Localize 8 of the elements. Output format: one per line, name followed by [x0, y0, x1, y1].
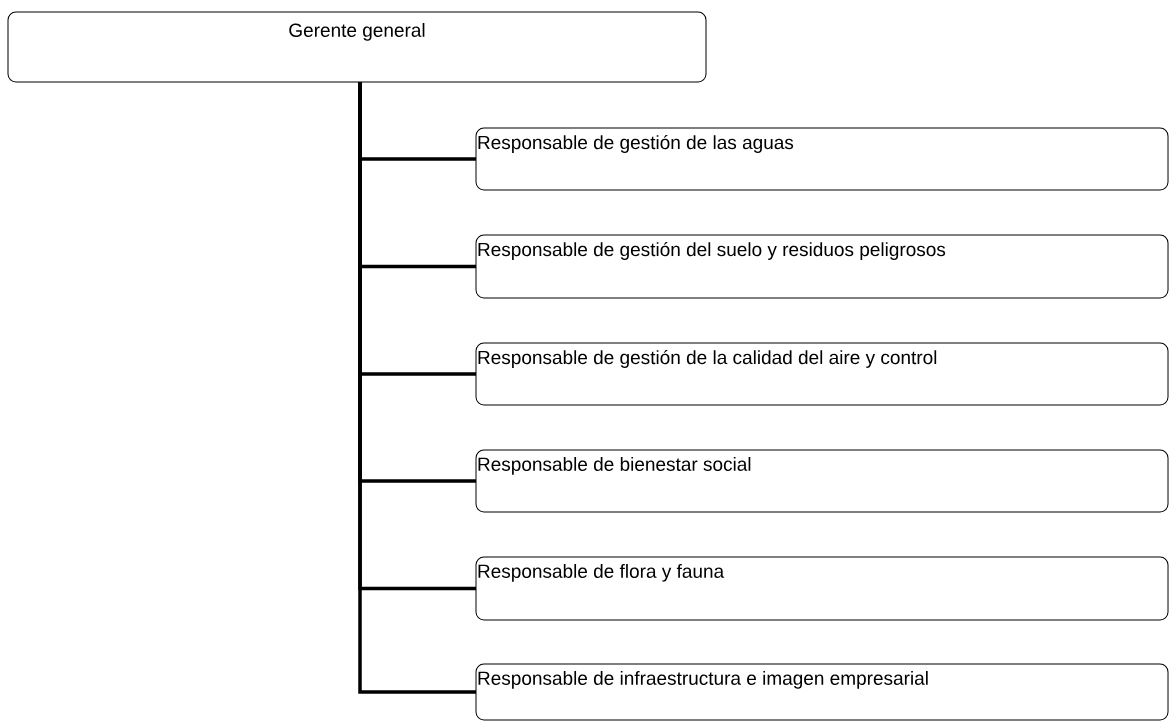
- org-box: Responsable de gestión del suelo y residuos peligrosos: [475, 234, 1169, 299]
- org-box: Responsable de flora y fauna: [475, 556, 1169, 621]
- org-box: Responsable de infraestructura e imagen empresarial: [475, 663, 1169, 721]
- connector-line: [358, 82, 476, 694]
- org-box: Responsable de bienestar social: [475, 449, 1169, 513]
- org-box: Gerente general: [7, 11, 707, 83]
- org-box: Responsable de gestión de las aguas: [475, 127, 1169, 191]
- org-box: Responsable de gestión de la calidad del aire y control: [475, 342, 1169, 406]
